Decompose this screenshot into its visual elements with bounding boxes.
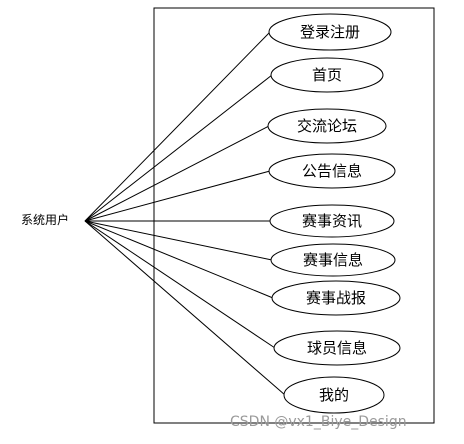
actor-label: 系统用户	[21, 212, 69, 227]
system-boundary	[153, 7, 435, 424]
association-line-match-info	[84, 220, 273, 261]
use-case-label-login: 登录注册	[300, 23, 360, 41]
use-case-news: 赛事资讯	[269, 204, 395, 238]
association-line-login	[84, 31, 271, 222]
association-lines	[84, 31, 286, 396]
use-case-notice: 公告信息	[268, 153, 396, 189]
use-case-label-notice: 公告信息	[302, 162, 362, 180]
use-case-label-match-info: 赛事信息	[303, 251, 363, 269]
use-case-player-info: 球员信息	[273, 330, 401, 366]
use-case-label-mine: 我的	[319, 386, 349, 404]
use-case-forum: 交流论坛	[267, 108, 387, 144]
use-case-home: 首页	[270, 57, 384, 93]
association-line-notice	[84, 170, 271, 222]
association-line-home	[84, 74, 273, 222]
use-case-ellipse-player-info	[273, 330, 401, 366]
association-line-forum	[84, 125, 270, 222]
use-case-ellipse-login	[268, 13, 392, 51]
association-line-report	[84, 220, 274, 299]
use-case-report: 赛事战报	[271, 280, 401, 316]
use-case-label-player-info: 球员信息	[307, 339, 367, 357]
use-case-ellipse-match-info	[270, 243, 396, 277]
use-case-match-info: 赛事信息	[270, 243, 396, 277]
use-case-ellipse-home	[270, 57, 384, 93]
use-case-label-report: 赛事战报	[306, 289, 366, 307]
use-case-mine: 我的	[283, 376, 385, 414]
use-case-label-forum: 交流论坛	[297, 117, 357, 135]
use-case-ellipse-report	[271, 280, 401, 316]
watermark: CSDN @vx1_Biye_Design	[230, 414, 407, 430]
association-line-mine	[84, 220, 286, 396]
use-case-ellipse-forum	[267, 108, 387, 144]
use-case-ellipse-mine	[283, 376, 385, 414]
use-case-login: 登录注册	[268, 13, 392, 51]
use-case-ellipse-notice	[268, 153, 396, 189]
association-line-player-info	[84, 220, 276, 349]
use-case-ellipse-news	[269, 204, 395, 238]
use-case-label-news: 赛事资讯	[302, 212, 362, 230]
use-case-label-home: 首页	[312, 66, 342, 84]
